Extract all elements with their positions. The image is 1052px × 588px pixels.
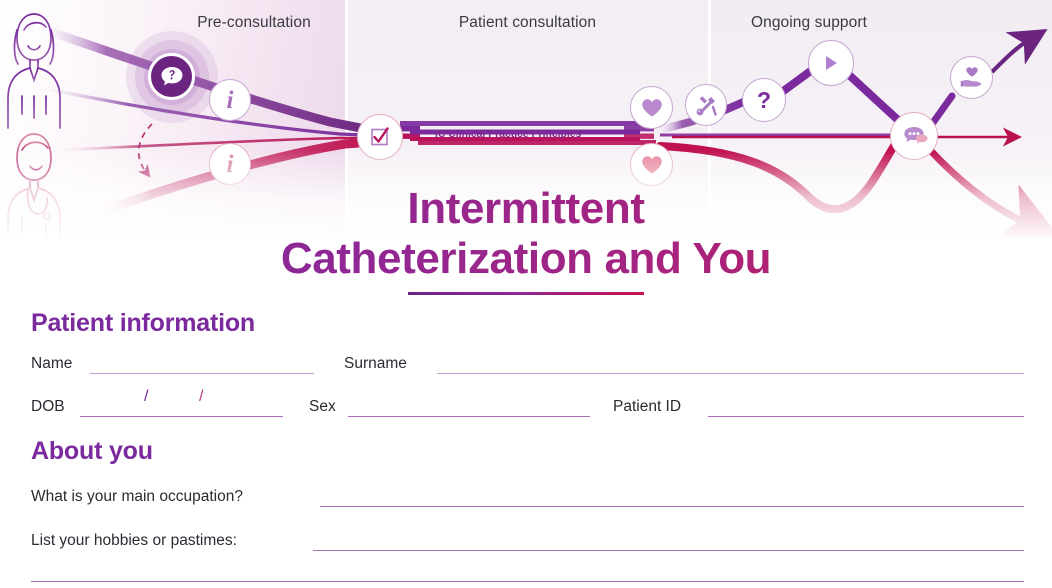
- label-occupation: What is your main occupation?: [31, 488, 243, 505]
- hand-heart-glyph: [960, 66, 981, 87]
- dob-separator-1: /: [144, 388, 149, 405]
- header-banner: Pre-consultation Patient consultation On…: [0, 0, 1052, 296]
- label-sex: Sex: [309, 398, 336, 415]
- stage-label-patient-consultation: Patient consultation: [458, 14, 597, 31]
- label-name: Name: [31, 355, 73, 372]
- hand-heart-icon[interactable]: [950, 56, 993, 99]
- label-hobbies: List your hobbies or pastimes:: [31, 532, 237, 549]
- question-speech-bubble-icon[interactable]: [148, 53, 195, 100]
- banner-fade-overlay: [0, 150, 1052, 296]
- input-dob[interactable]: [80, 416, 283, 418]
- page-title-line-2: Catheterization and You: [0, 234, 1052, 284]
- label-dob: DOB: [31, 398, 65, 415]
- form-area: Patient information Name Surname DOB / /…: [0, 300, 1052, 588]
- heart-icon-purple[interactable]: [630, 86, 673, 129]
- patient-illustration: [7, 13, 61, 129]
- heart-glyph-purple: [641, 98, 662, 116]
- input-hobbies-continuation[interactable]: [31, 581, 1024, 583]
- input-patient-id[interactable]: [708, 416, 1024, 418]
- input-name[interactable]: [90, 373, 314, 375]
- stage-label-ongoing-support: Ongoing support: [750, 14, 868, 31]
- checkbox-glyph: [371, 127, 389, 146]
- question-glyph: ?: [756, 86, 772, 113]
- question-icon[interactable]: ?: [742, 78, 786, 122]
- play-icon[interactable]: [808, 40, 854, 86]
- input-occupation[interactable]: [320, 506, 1024, 508]
- info-glyph-top: i: [226, 86, 234, 114]
- input-hobbies[interactable]: [313, 550, 1024, 552]
- page-title: Intermittent Catheterization and You: [0, 184, 1052, 284]
- label-patient-id: Patient ID: [613, 398, 682, 415]
- speech-bubble-question-glyph: [161, 66, 182, 86]
- label-surname: Surname: [344, 355, 407, 372]
- clinical-principles-label: IC Clinical Practice Principles: [435, 129, 582, 140]
- stage-label-pre-consultation: Pre-consultation: [197, 14, 311, 31]
- play-glyph: [826, 56, 837, 70]
- info-icon-top[interactable]: i: [209, 79, 251, 121]
- chat-bubbles-glyph: [904, 127, 928, 144]
- input-sex[interactable]: [348, 416, 590, 418]
- input-surname[interactable]: [437, 373, 1024, 375]
- title-divider: [408, 292, 644, 295]
- tools-icon[interactable]: [685, 84, 727, 126]
- section-heading-patient-information: Patient information: [31, 309, 255, 337]
- tools-glyph: [696, 96, 717, 116]
- section-heading-about-you: About you: [31, 437, 153, 465]
- page-title-line-1: Intermittent: [0, 184, 1052, 234]
- dob-separator-2: /: [199, 388, 204, 405]
